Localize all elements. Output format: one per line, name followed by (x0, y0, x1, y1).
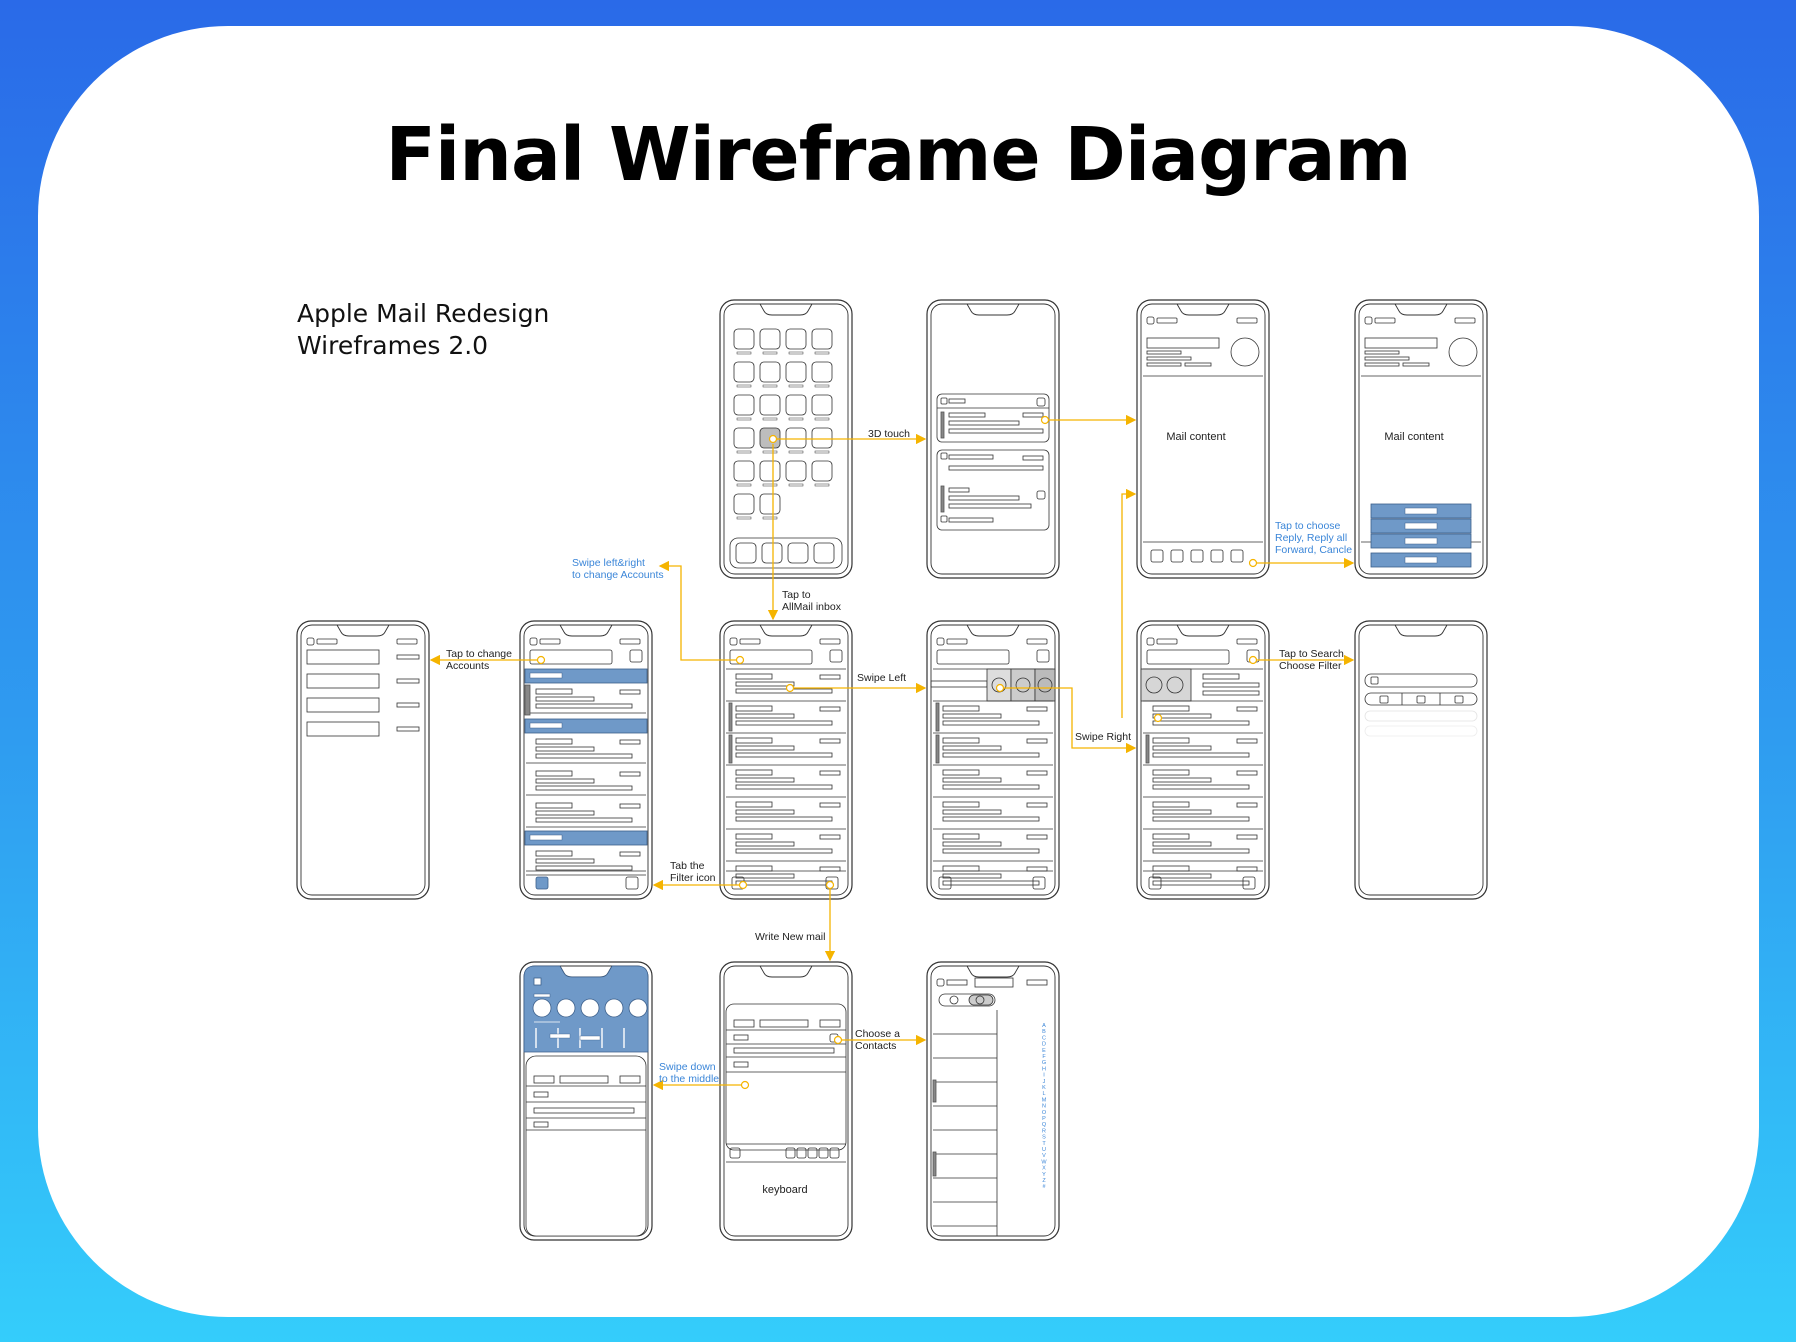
mail-content-label-1: Mail content (1166, 431, 1225, 443)
index-letter: W (1041, 1159, 1047, 1165)
phone-compose-keyboard (719, 961, 853, 1241)
index-letter: D (1042, 1042, 1046, 1048)
subtitle-line-1: Apple Mail Redesign (297, 299, 550, 328)
index-letter: L (1042, 1091, 1045, 1097)
touch-point-reply (1248, 558, 1258, 568)
phone-notch (759, 303, 813, 316)
touch-point-account-header (735, 655, 745, 665)
touch-point-preview (1040, 415, 1050, 425)
label-tap-choose: Tap to choose Reply, Reply all Forward, … (1275, 520, 1352, 556)
phone-filtered-inbox (519, 620, 653, 900)
index-letter: S (1042, 1135, 1046, 1141)
mail-content-label-2: Mail content (1384, 431, 1443, 443)
label-choose-contacts: Choose a Contacts (855, 1028, 903, 1052)
flow-arrows (429, 414, 1355, 1091)
index-letter: C (1042, 1035, 1046, 1041)
index-letter: I (1043, 1073, 1045, 1079)
index-letter: E (1042, 1048, 1046, 1054)
phone-mail-reply-sheet (1354, 299, 1488, 579)
index-letter: K (1042, 1085, 1046, 1091)
label-3d-touch: 3D touch (868, 428, 910, 440)
phone-swipe-right (1136, 620, 1270, 900)
touch-point-swipe-right (995, 683, 1005, 693)
keyboard-label: keyboard (762, 1184, 807, 1196)
index-letter: Y (1042, 1172, 1046, 1178)
phone-search-filter (1354, 620, 1488, 900)
touch-point-change-account (536, 655, 546, 665)
arrow-swipe-to-mail (1121, 488, 1137, 718)
touch-point-filter-icon (738, 880, 748, 890)
arrow-swipe-right (1004, 687, 1137, 754)
touch-point-compose (825, 880, 835, 890)
index-letter: V (1042, 1153, 1046, 1159)
diagram-subtitle: Apple Mail Redesign Wireframes 2.0 (297, 298, 549, 362)
phone-allmail-inbox (719, 620, 853, 900)
index-letter: P (1042, 1116, 1046, 1122)
phone-notch (1176, 624, 1230, 637)
touch-point-mail-icon (768, 434, 778, 444)
index-letter: U (1042, 1147, 1046, 1153)
phone-notch (966, 624, 1020, 637)
index-letter: Z (1042, 1178, 1046, 1184)
label-tab-filter: Tab the Filter icon (670, 860, 716, 884)
index-letter: B (1042, 1029, 1046, 1035)
index-letter: A (1042, 1023, 1046, 1029)
index-letter: G (1042, 1060, 1046, 1066)
phone-accounts-list (296, 620, 430, 900)
label-tap-allmail: Tap to AllMail inbox (782, 589, 842, 613)
phone-notch (966, 303, 1020, 316)
index-letter: F (1042, 1054, 1046, 1060)
label-swipe-down: Swipe down to the middle (659, 1061, 719, 1085)
phone-swipe-left (926, 620, 1060, 900)
phone-notch (1176, 303, 1230, 316)
index-letter: Q (1042, 1122, 1047, 1128)
phone-notch (336, 624, 390, 637)
index-letter: O (1042, 1110, 1047, 1116)
phone-notch (559, 624, 613, 637)
phone-compose-minimized (519, 961, 653, 1241)
touch-point-compose-drag (740, 1080, 750, 1090)
index-letter: # (1042, 1184, 1046, 1190)
touch-point-recipient (833, 1035, 843, 1045)
phone-3d-touch-preview (926, 299, 1060, 579)
label-tap-change-accounts: Tap to change Accounts (446, 648, 515, 672)
index-letter: M (1042, 1097, 1047, 1103)
phone-notch (966, 965, 1020, 978)
label-tap-search: Tap to Search Choose Filter (1279, 648, 1347, 672)
phone-mail-content (1136, 299, 1270, 579)
arrow-swipe-accounts (658, 560, 736, 661)
index-letter: R (1042, 1128, 1046, 1134)
index-letter: X (1042, 1166, 1046, 1172)
label-swipe-left: Swipe Left (857, 672, 906, 684)
label-swipe-right: Swipe Right (1075, 731, 1131, 743)
touch-point-search (1248, 655, 1258, 665)
page-title: Final Wireframe Diagram (385, 112, 1411, 198)
phone-notch (1394, 624, 1448, 637)
index-letter: T (1042, 1141, 1046, 1147)
index-letter: J (1043, 1079, 1046, 1085)
phone-notch (759, 624, 813, 637)
label-write-new: Write New mail (755, 931, 825, 943)
subtitle-line-2: Wireframes 2.0 (297, 331, 489, 360)
touch-point-swiped-row (1153, 713, 1163, 723)
label-swipe-accounts: Swipe left&right to change Accounts (572, 557, 664, 581)
phone-notch (1394, 303, 1448, 316)
index-letter: H (1042, 1066, 1046, 1072)
touch-point-swipe-left (785, 683, 795, 693)
phone-notch (759, 965, 813, 978)
index-letter: N (1042, 1104, 1046, 1110)
